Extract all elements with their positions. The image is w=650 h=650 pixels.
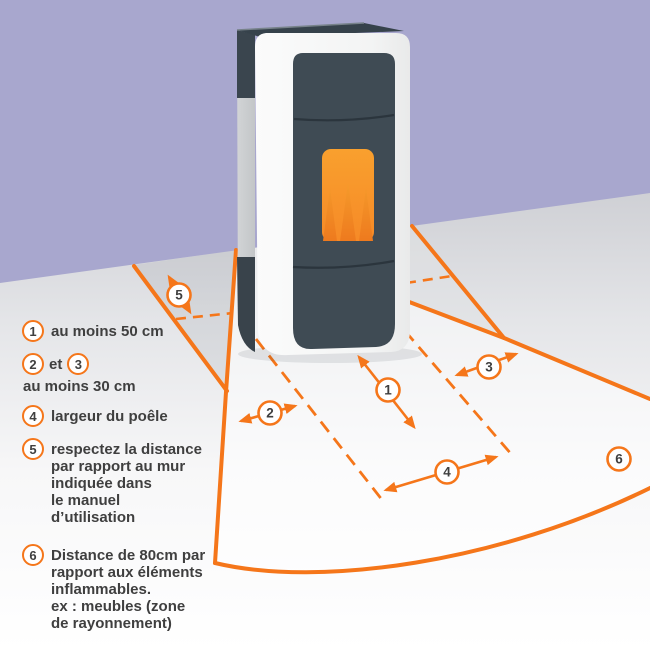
zone-right-wedge-line xyxy=(402,298,506,340)
floor-marker-3-number: 3 xyxy=(485,360,493,375)
floor-marker-6-circle xyxy=(606,446,632,472)
floor-marker-4: 4 xyxy=(434,459,460,485)
legend-badge-2: 2 xyxy=(22,353,44,375)
legend-badge-1: 1 xyxy=(22,320,44,342)
floor-marker-5: 5 xyxy=(166,282,192,308)
dashed-left-side-projection xyxy=(254,338,385,502)
floor-marker-2-circle xyxy=(257,400,283,426)
floor-marker-4-number: 4 xyxy=(443,465,451,480)
zone-bottom-arc xyxy=(213,486,650,575)
legend-text-2-3: au moins 30 cm xyxy=(23,378,136,395)
floor-marker-6: 6 xyxy=(606,446,632,472)
legend-text-5: respectez la distance par rapport au mur… xyxy=(51,441,202,526)
stove-top-edge-highlight xyxy=(236,22,365,31)
stove-left-side-bottom xyxy=(237,257,255,352)
dashed-wall-distance-right xyxy=(405,274,453,285)
legend-text-1: au moins 50 cm xyxy=(51,322,164,340)
legend-badge-4: 4 xyxy=(22,405,44,427)
stove-seam-lower xyxy=(292,259,395,269)
flame-icon xyxy=(323,183,373,241)
legend-connector: et xyxy=(49,355,63,373)
stove-left-side-top xyxy=(237,30,255,98)
stove-seam-upper xyxy=(293,113,395,122)
floor-marker-3-circle xyxy=(476,354,502,380)
floor-marker-3: 3 xyxy=(476,354,502,380)
legend-item-5: 5 respectez la distance par rapport au m… xyxy=(22,438,202,526)
legend-text-4: largeur du poêle xyxy=(51,407,168,425)
floor-marker-6-number: 6 xyxy=(615,452,623,467)
floor-marker-1-circle xyxy=(375,377,401,403)
legend-item-2-3-row: 2 et 3 xyxy=(22,353,90,375)
floor-marker-4-circle xyxy=(434,459,460,485)
legend-item-6: 6 Distance de 80cm par rapport aux éléme… xyxy=(22,544,206,632)
legend-badge-6: 6 xyxy=(22,544,44,566)
zone-left-edge-line xyxy=(213,248,238,565)
legend-item-4: 4 largeur du poêle xyxy=(22,405,168,427)
floor-marker-1: 1 xyxy=(375,377,401,403)
floor-marker-5-number: 5 xyxy=(175,288,183,303)
legend-badge-3: 3 xyxy=(67,353,90,375)
floor-marker-1-number: 1 xyxy=(384,383,392,398)
legend-badge-5: 5 xyxy=(22,438,44,460)
dashed-wall-distance-left xyxy=(175,311,234,321)
legend-item-1: 1 au moins 50 cm xyxy=(22,320,164,342)
zone-left-wedge-line xyxy=(132,264,229,393)
legend-text-6: Distance de 80cm par rapport aux élément… xyxy=(51,547,206,632)
floor-marker-2-number: 2 xyxy=(266,406,274,421)
floor-marker-5-circle xyxy=(166,282,192,308)
dashed-right-side-projection xyxy=(403,330,514,456)
left-wall-gap-wedge xyxy=(134,250,236,391)
floor-marker-2: 2 xyxy=(257,400,283,426)
pellet-stove xyxy=(236,22,422,363)
